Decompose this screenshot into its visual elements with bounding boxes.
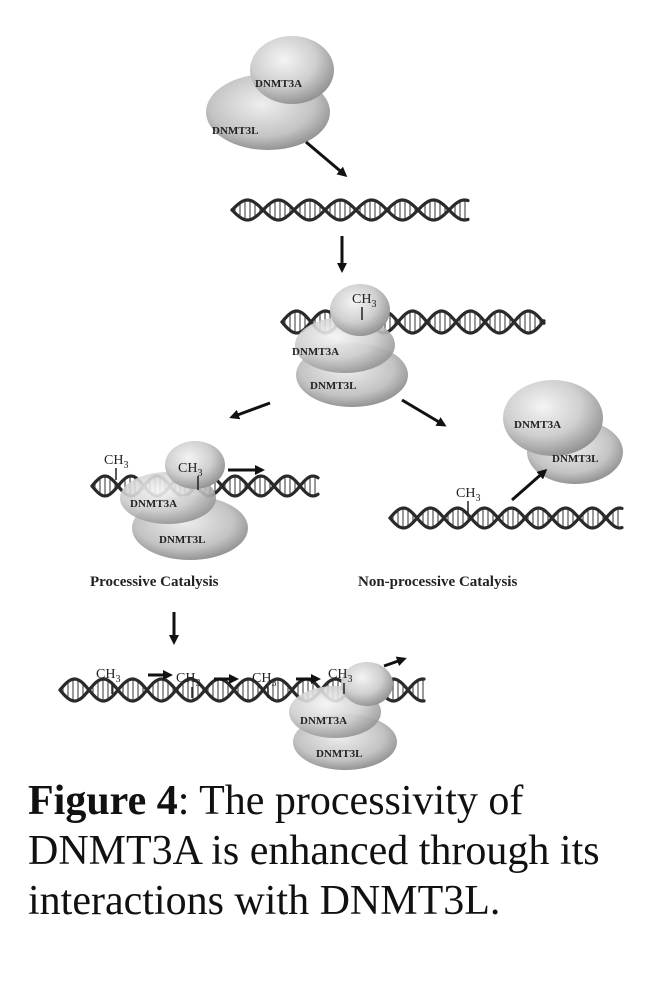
dnmt3l-label: DNMT3L (552, 453, 598, 465)
dnmt3a-label: DNMT3A (292, 346, 339, 358)
figure-caption: Figure 4: The processivity of DNMT3A is … (28, 776, 628, 926)
methyl-labels: CH3 CH3 CH3 CH3 CH3 CH3 CH3 CH3 (96, 292, 480, 689)
arrows (148, 140, 548, 684)
dnmt3l-label: DNMT3L (212, 125, 258, 137)
arrow-release (511, 469, 548, 502)
dnmt3a-label: DNMT3A (514, 419, 561, 431)
arrow-right-branch (401, 398, 447, 427)
arrow-exit (383, 656, 407, 668)
figure-number: Figure 4 (28, 778, 178, 824)
arrow-bind (305, 140, 348, 177)
dnmt3a-label: DNMT3A (255, 78, 302, 90)
ch3-label: CH3 (176, 671, 200, 689)
dnmt3a-label: DNMT3A (300, 715, 347, 727)
dnmt3l-label: DNMT3L (159, 534, 205, 546)
ch3-label: CH3 (328, 667, 352, 685)
dnmt3l-label: DNMT3L (310, 380, 356, 392)
dna-strand-free (230, 198, 470, 222)
methyl-ticks (111, 307, 469, 698)
protein-complex-processive (120, 441, 248, 560)
ch3-label: CH3 (456, 486, 480, 504)
dnmt3l-label: DNMT3L (316, 748, 362, 760)
ch3-label: CH3 (96, 667, 120, 685)
protein-complex-bound (295, 284, 408, 407)
processive-catalysis-label: Processive Catalysis (90, 574, 219, 590)
dna-strand-nonprocessive (388, 506, 624, 530)
ch3-label: CH3 (178, 461, 202, 479)
ch3-label: CH3 (352, 292, 376, 310)
protein-complex-final (289, 662, 397, 770)
dnmt3a-label: DNMT3A (130, 498, 177, 510)
dnmt3a-processivity-diagram: DNMT3A DNMT3L DNMT3A DNMT3L DNMT3A DNMT3… (58, 36, 624, 770)
protein-complex-free (206, 36, 334, 150)
figure-caption-text: : The processivity of DNMT3A is enhanced… (28, 778, 600, 924)
ch3-label: CH3 (252, 671, 276, 689)
non-processive-catalysis-label: Non-processive Catalysis (358, 574, 517, 590)
protein-complex-released (503, 380, 623, 484)
ch3-label: CH3 (104, 453, 128, 471)
arrow-left-branch (229, 401, 271, 420)
